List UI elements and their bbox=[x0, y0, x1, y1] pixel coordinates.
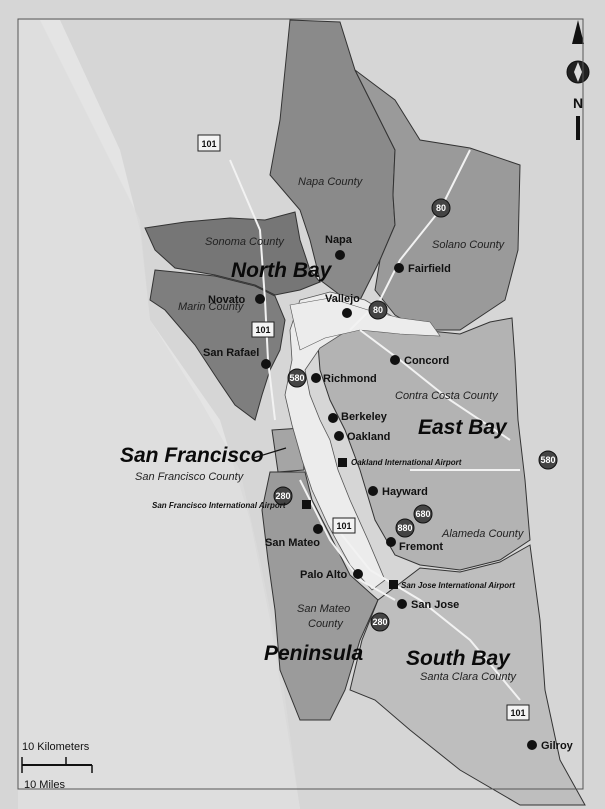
map-frame bbox=[17, 18, 584, 790]
city-label-napa: Napa bbox=[325, 234, 353, 246]
city-dot-richmond bbox=[311, 373, 321, 383]
city-label-gilroy: Gilroy bbox=[541, 740, 574, 752]
county-label-san-francisco: San Francisco County bbox=[135, 471, 245, 483]
us101-shield-north: 101 bbox=[197, 134, 221, 152]
city-label-richmond: Richmond bbox=[323, 373, 377, 385]
city-dot-hayward bbox=[368, 486, 378, 496]
scale-bar: 10 Kilometers 10 Miles bbox=[21, 741, 93, 791]
county-label-santa-clara: Santa Clara County bbox=[420, 671, 517, 683]
county-label-napa: Napa County bbox=[298, 176, 364, 188]
city-label-hayward: Hayward bbox=[382, 486, 428, 498]
san-pablo-bay-water bbox=[289, 297, 441, 351]
region-label-peninsula: Peninsula bbox=[264, 642, 364, 665]
county-label-san-mateo-line1: San Mateo bbox=[297, 603, 350, 615]
compass-north-label: N bbox=[573, 95, 583, 111]
svg-text:80: 80 bbox=[373, 305, 383, 315]
svg-text:101: 101 bbox=[336, 521, 351, 531]
county-label-sonoma: Sonoma County bbox=[205, 236, 285, 248]
i680-shield: 680 bbox=[413, 504, 433, 524]
city-label-novato: Novato bbox=[208, 294, 246, 306]
county-label-alameda: Alameda County bbox=[441, 528, 525, 540]
city-label-san-rafael: San Rafael bbox=[203, 347, 259, 359]
coastline-shade bbox=[18, 20, 300, 809]
svg-text:101: 101 bbox=[201, 139, 216, 149]
city-label-vallejo: Vallejo bbox=[325, 293, 360, 305]
city-dot-palo-alto bbox=[353, 569, 363, 579]
svg-text:280: 280 bbox=[372, 617, 387, 627]
i280-shield-southbay: 280 bbox=[370, 612, 390, 632]
city-label-san-jose: San Jose bbox=[411, 599, 459, 611]
city-dot-oakland bbox=[334, 431, 344, 441]
city-dot-san-jose bbox=[397, 599, 407, 609]
city-dot-san-mateo bbox=[313, 524, 323, 534]
city-markers bbox=[255, 250, 537, 750]
i580-shield-richmond: 580 bbox=[287, 368, 307, 388]
i80-shield-solano: 80 bbox=[431, 198, 451, 218]
city-dot-novato bbox=[255, 294, 265, 304]
i280-shield-peninsula: 280 bbox=[273, 486, 293, 506]
airport-icon-oakland bbox=[338, 458, 347, 467]
san-francisco-leader-line bbox=[252, 447, 287, 459]
i580-shield-east: 580 bbox=[538, 450, 558, 470]
city-label-concord: Concord bbox=[404, 355, 449, 367]
south-bar-icon bbox=[576, 116, 580, 140]
city-label-oakland: Oakland bbox=[347, 431, 390, 443]
svg-text:880: 880 bbox=[397, 523, 412, 533]
city-dot-fremont bbox=[386, 537, 396, 547]
county-label-solano: Solano County bbox=[432, 239, 506, 251]
region-label-south-bay: South Bay bbox=[406, 647, 511, 670]
city-label-san-mateo: San Mateo bbox=[265, 537, 320, 549]
svg-text:101: 101 bbox=[510, 708, 525, 718]
city-dot-san-rafael bbox=[261, 359, 271, 369]
city-dot-gilroy bbox=[527, 740, 537, 750]
city-dot-napa bbox=[335, 250, 345, 260]
city-dot-vallejo bbox=[342, 308, 352, 318]
svg-text:680: 680 bbox=[415, 509, 430, 519]
city-label-fairfield: Fairfield bbox=[408, 263, 451, 275]
county-label-san-mateo-line2: County bbox=[308, 618, 344, 630]
city-label-berkeley: Berkeley bbox=[341, 411, 388, 423]
city-label-palo-alto: Palo Alto bbox=[300, 569, 348, 581]
svg-text:580: 580 bbox=[289, 373, 304, 383]
city-dot-berkeley bbox=[328, 413, 338, 423]
airport-label-oakland: Oakland International Airport bbox=[351, 458, 462, 467]
airport-icon-sfo bbox=[302, 500, 311, 509]
highway-shields: 101 101 101 101 80 80 580 680 bbox=[197, 134, 558, 721]
i880-shield: 880 bbox=[395, 518, 415, 538]
scale-label-mi: 10 Miles bbox=[24, 779, 65, 791]
county-label-marin: Marin County bbox=[178, 301, 245, 313]
city-dot-concord bbox=[390, 355, 400, 365]
svg-text:80: 80 bbox=[436, 203, 446, 213]
county-label-contra-costa: Contra Costa County bbox=[395, 390, 499, 402]
airport-label-sfo: San Francisco International Airport bbox=[152, 501, 286, 510]
i80-shield-vallejo: 80 bbox=[368, 300, 388, 320]
airport-markers bbox=[302, 458, 398, 589]
scale-label-km: 10 Kilometers bbox=[22, 741, 90, 753]
us101-shield-peninsula: 101 bbox=[332, 517, 356, 534]
santa-clara-county-area bbox=[349, 544, 586, 806]
region-label-east-bay: East Bay bbox=[418, 416, 508, 439]
san-mateo-county-area bbox=[261, 471, 379, 721]
svg-text:101: 101 bbox=[255, 325, 270, 335]
region-label-san-francisco: San Francisco bbox=[120, 444, 264, 467]
svg-text:280: 280 bbox=[275, 491, 290, 501]
sonoma-county-area bbox=[144, 211, 321, 296]
north-arrow-icon bbox=[572, 20, 584, 44]
airport-icon-sjc bbox=[389, 580, 398, 589]
svg-text:580: 580 bbox=[540, 455, 555, 465]
airport-label-sjc: San Jose International Airport bbox=[401, 581, 515, 590]
city-dot-fairfield bbox=[394, 263, 404, 273]
us101-shield-marin: 101 bbox=[251, 321, 275, 338]
marin-county-area bbox=[149, 269, 286, 421]
us101-shield-south: 101 bbox=[506, 704, 530, 721]
city-label-fremont: Fremont bbox=[399, 541, 443, 553]
region-label-north-bay: North Bay bbox=[231, 259, 333, 282]
